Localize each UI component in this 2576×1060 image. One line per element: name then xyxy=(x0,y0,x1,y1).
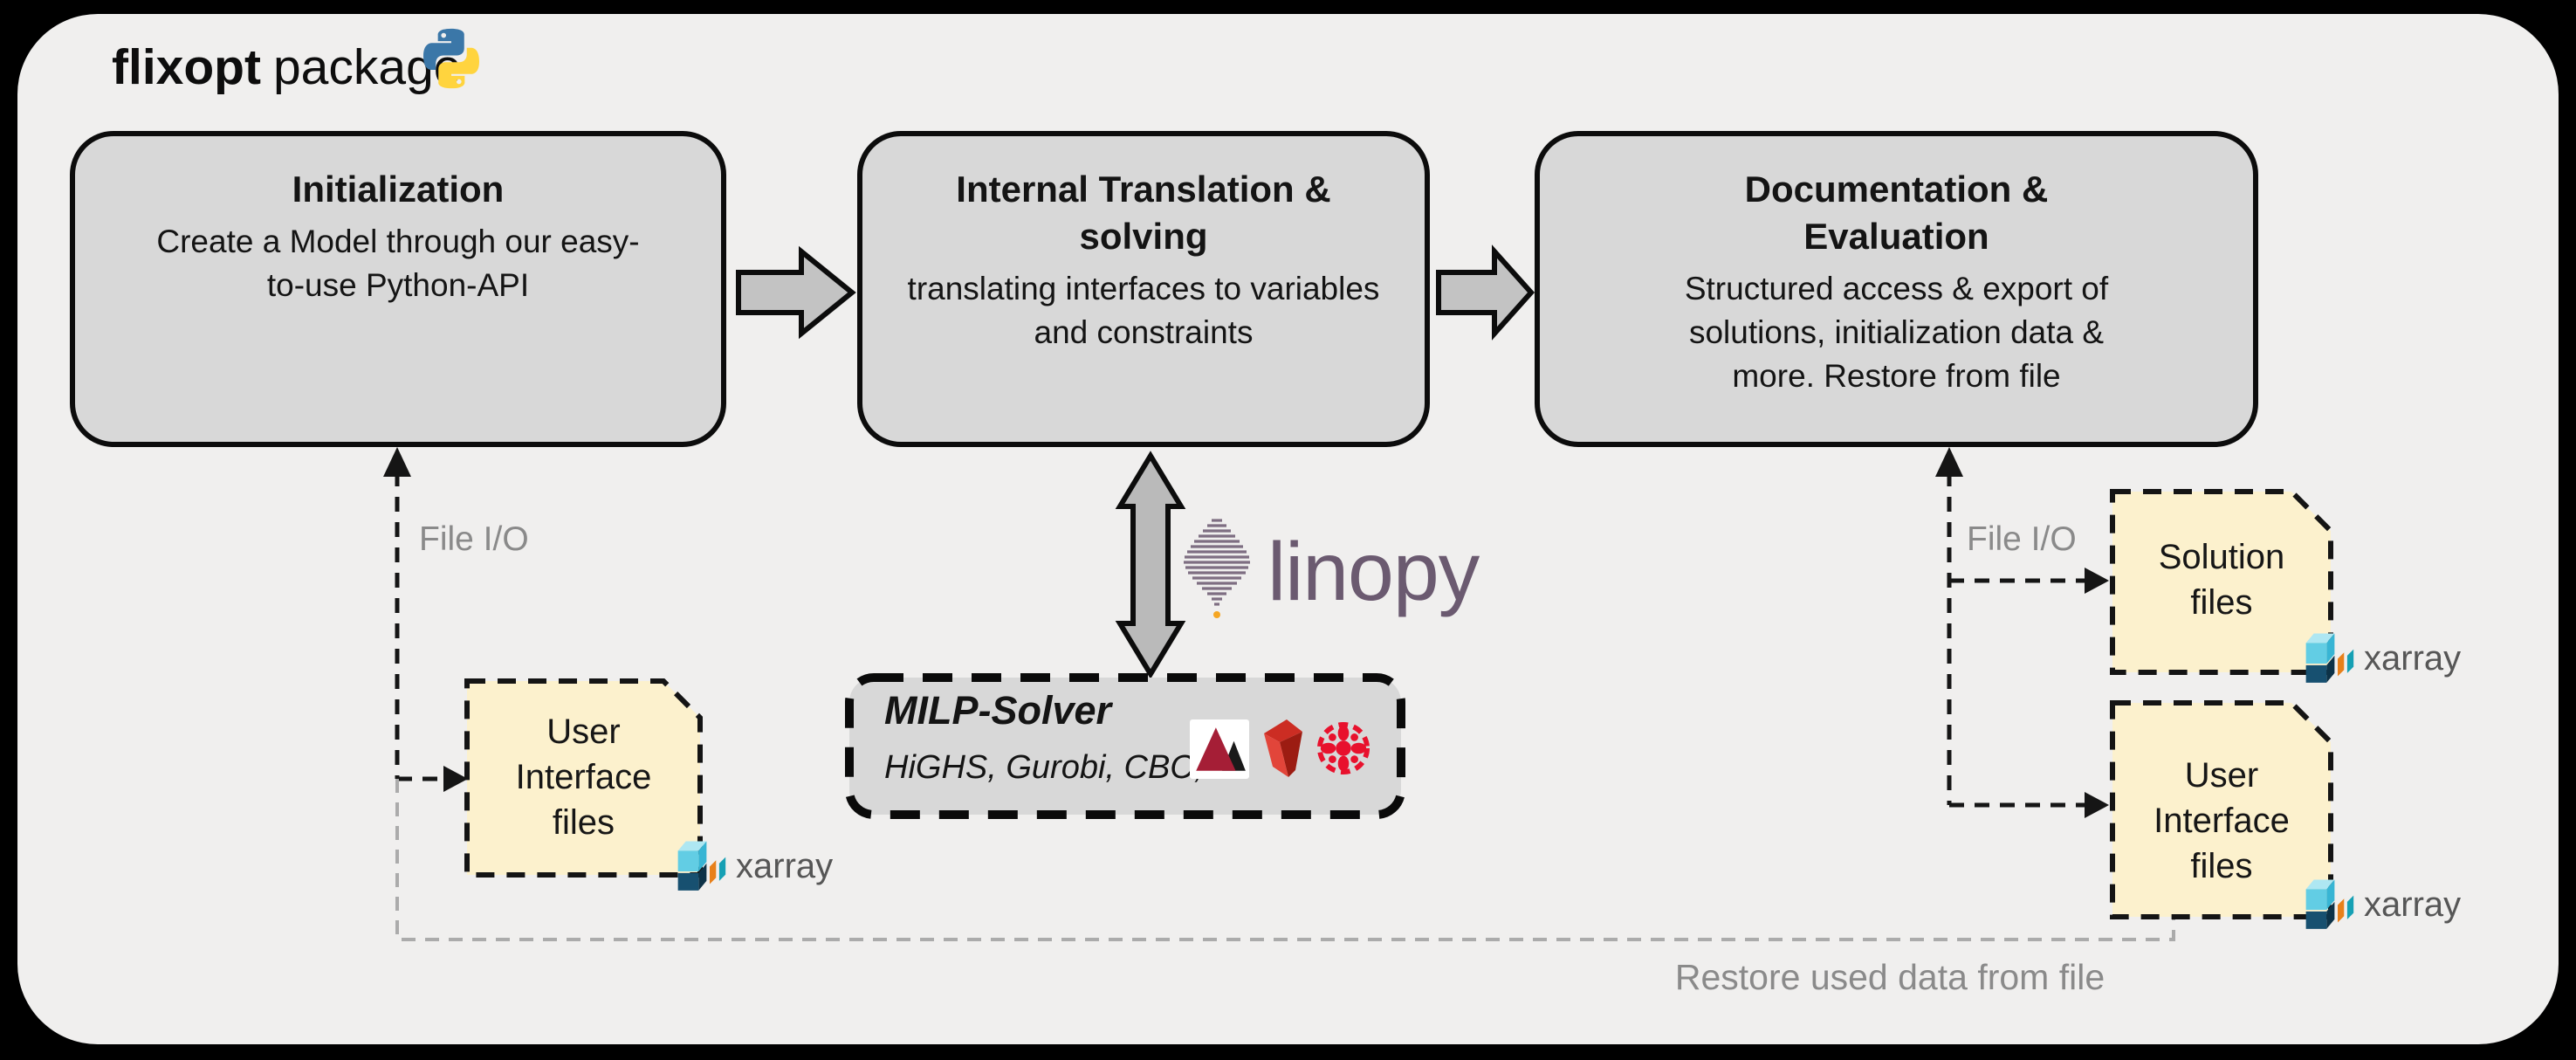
brand-name: flixopt xyxy=(112,39,261,95)
xarray-label: xarray xyxy=(2364,639,2462,678)
xarray-label: xarray xyxy=(2364,885,2462,924)
linopy-logo-icon xyxy=(1180,517,1254,623)
linopy-wordmark: linopy xyxy=(1267,526,1480,618)
restore-data-line xyxy=(395,779,2175,941)
python-logo-icon xyxy=(416,23,486,94)
user-interface-files-label-left: User Interface files xyxy=(515,712,652,842)
stage-box-documentation-evaluation: Documentation & Evaluation Structured ac… xyxy=(1535,131,2258,447)
gurobi-logo-icon xyxy=(1261,716,1306,779)
milp-solver-list: HiGHS, Gurobi, CBC, … xyxy=(884,749,1246,786)
solution-files-box xyxy=(2110,489,2333,675)
restore-note: Restore used data from file xyxy=(1674,957,2105,997)
arrowhead-right-solution-icon xyxy=(2085,568,2109,594)
stage-box-initialization: Initialization Create a Model through ou… xyxy=(70,131,726,447)
stage-body: Structured access & export of solutions,… xyxy=(1684,271,2109,394)
solver-double-arrow-icon xyxy=(1115,451,1186,679)
highs-logo-icon xyxy=(1190,719,1249,779)
stage-box-translation-solving: Internal Translation & solving translati… xyxy=(857,131,1430,447)
user-interface-files-box-right xyxy=(2110,700,2333,919)
stage-title: Initialization xyxy=(292,169,505,210)
stage-body: Create a Model through our easy- to-use … xyxy=(156,224,640,303)
xarray-logo-icon xyxy=(675,835,727,891)
xarray-label: xarray xyxy=(736,847,834,885)
milp-solver-title: MILP-Solver xyxy=(884,688,1112,733)
arrowhead-right-left-icon xyxy=(443,766,468,792)
cbc-logo-icon xyxy=(1316,721,1370,775)
arrowhead-right-user-icon xyxy=(2085,792,2109,818)
flow-arrow-1-icon xyxy=(736,245,856,340)
file-io-label-left: File I/O xyxy=(419,520,529,558)
milp-solver-box xyxy=(845,673,1405,819)
xarray-logo-icon xyxy=(2303,873,2355,929)
stage-title: Internal Translation & solving xyxy=(956,169,1331,257)
flow-arrow-2-icon xyxy=(1436,244,1535,341)
stage-title: Documentation & Evaluation xyxy=(1744,169,2049,257)
arrowhead-up-left-icon xyxy=(383,447,411,477)
arrowhead-up-right-icon xyxy=(1935,447,1963,477)
xarray-logo-icon xyxy=(2303,627,2355,683)
stage-body: translating interfaces to variables and … xyxy=(907,271,1380,350)
file-io-label-right: File I/O xyxy=(1967,520,2077,558)
user-interface-files-label-right: User Interface files xyxy=(2154,756,2290,885)
user-interface-files-box-left xyxy=(464,678,703,878)
solution-files-label: Solution files xyxy=(2158,538,2285,622)
